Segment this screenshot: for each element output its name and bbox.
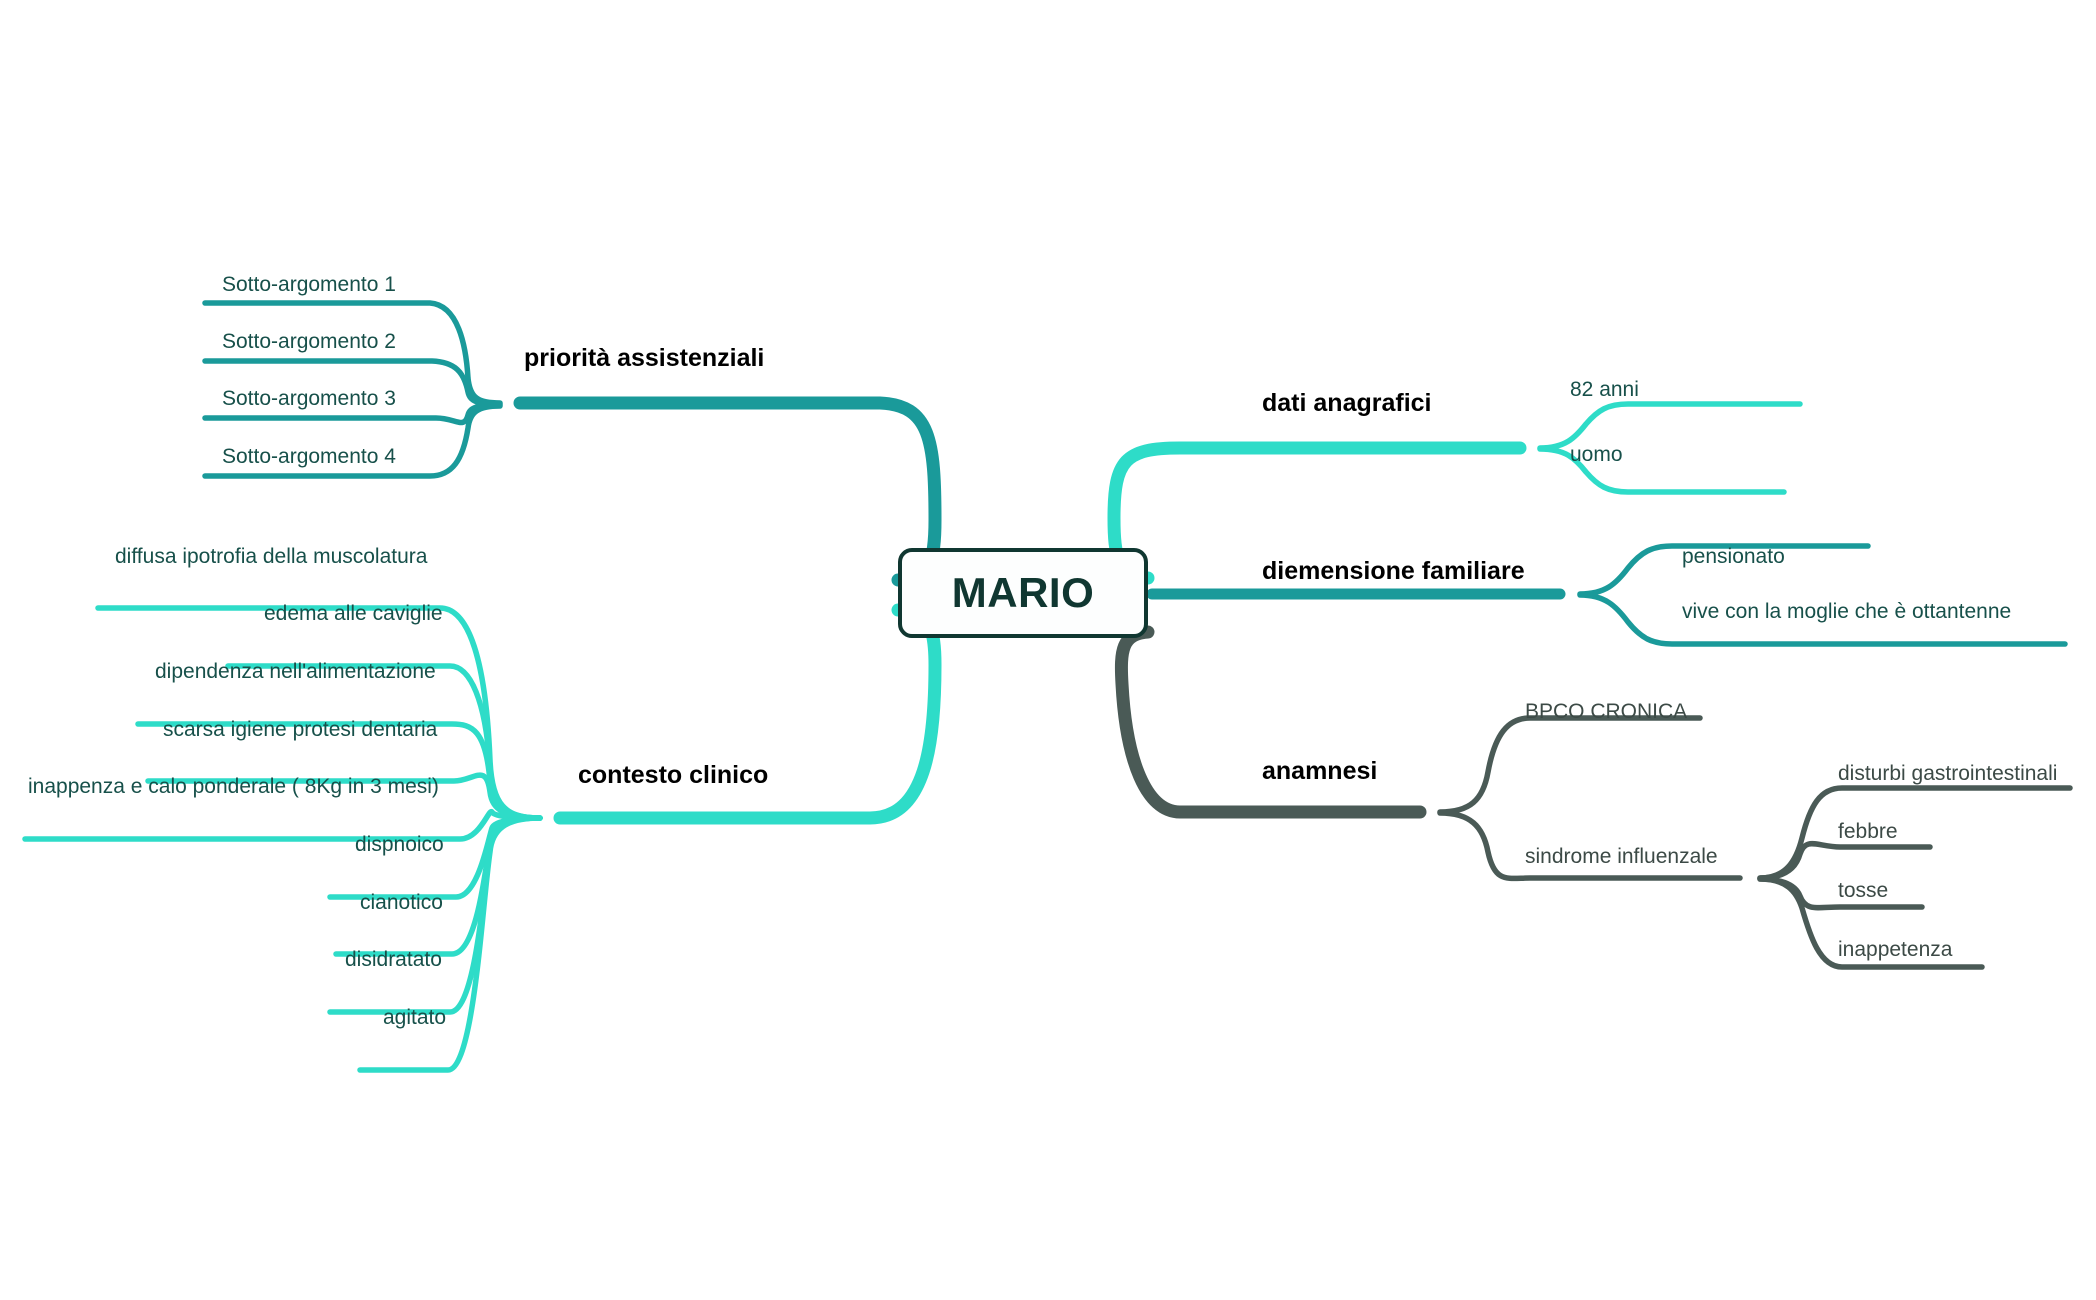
branch-label-diemensione-familiare[interactable]: diemensione familiare — [1262, 557, 1525, 585]
leaf-dispnoico[interactable]: dispnoico — [355, 833, 444, 856]
branch-label-priorita-assistenziali[interactable]: priorità assistenziali — [524, 344, 765, 372]
leaf-disturbi-gastrointestinali[interactable]: disturbi gastrointestinali — [1838, 762, 2058, 785]
leaf-dipendenza-alimentazione[interactable]: dipendenza nell'alimentazione — [155, 660, 436, 683]
branch-label-anamnesi[interactable]: anamnesi — [1262, 757, 1378, 785]
leaf-vive-con-la-moglie[interactable]: vive con la moglie che è ottantenne — [1682, 600, 2012, 623]
leaf-uomo[interactable]: uomo — [1570, 443, 1623, 466]
leaf-pensionato[interactable]: pensionato — [1682, 545, 1785, 568]
leaf-inappetenza[interactable]: inappetenza — [1838, 938, 1953, 961]
leaf-edema-caviglie[interactable]: edema alle caviglie — [264, 602, 443, 625]
leaf-inappenza-calo-ponderale[interactable]: inappenza e calo ponderale ( 8Kg in 3 me… — [28, 775, 439, 798]
central-node[interactable]: MARIO — [898, 548, 1148, 638]
leaf-82-anni[interactable]: 82 anni — [1570, 378, 1639, 401]
leaf-sindrome-influenzale[interactable]: sindrome influenzale — [1525, 845, 1718, 868]
leaf-sotto-argomento-3[interactable]: Sotto-argomento 3 — [222, 387, 396, 410]
leaf-bpco-cronica[interactable]: BPCO CRONICA — [1525, 700, 1688, 723]
leaf-scarsa-igiene-protesi[interactable]: scarsa igiene protesi dentaria — [163, 718, 438, 741]
central-node-label: MARIO — [951, 569, 1095, 616]
leaf-diffusa-ipotrofia[interactable]: diffusa ipotrofia della muscolatura — [115, 545, 428, 568]
leaf-cianotico[interactable]: cianotico — [360, 891, 443, 914]
branch-label-contesto-clinico[interactable]: contesto clinico — [578, 761, 769, 789]
leaf-sotto-argomento-1[interactable]: Sotto-argomento 1 — [222, 273, 396, 296]
leaf-disidratato[interactable]: disidratato — [345, 948, 442, 971]
leaf-febbre[interactable]: febbre — [1838, 820, 1898, 843]
branch-path-anamnesi — [1114, 625, 2073, 970]
branch-label-dati-anagrafici[interactable]: dati anagrafici — [1262, 389, 1432, 417]
leaf-tosse[interactable]: tosse — [1838, 879, 1889, 902]
leaf-sotto-argomento-2[interactable]: Sotto-argomento 2 — [222, 330, 396, 353]
leaf-sotto-argomento-4[interactable]: Sotto-argomento 4 — [222, 445, 396, 468]
leaf-agitato[interactable]: agitato — [383, 1006, 447, 1029]
